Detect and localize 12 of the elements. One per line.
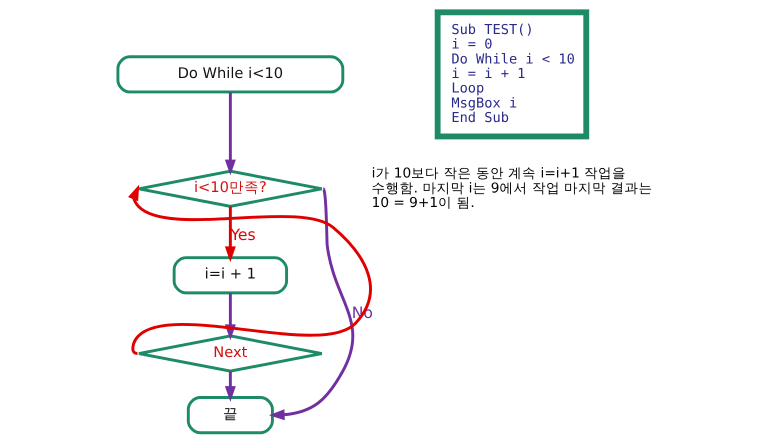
node-diamond: i<10만족? [136,170,323,208]
node-box: Do While i<10 [116,55,344,94]
node-box: Sub TEST() i = 0 Do While i < 10 i = i + 1 Loop MsgBox i End Sub [434,9,589,140]
node-box: i=i + 1 [172,256,288,294]
node-diamond: Next [136,334,323,373]
arrow [224,371,236,402]
label: i가 10보다 작은 동안 계속 i=i+1 작업을 수행함. 마지막 i는 9에서 작업 마지막 결과는 10 = 9+1이 됨. [371,166,652,212]
arrow [268,188,354,420]
arrow [128,184,372,355]
arrow [224,206,236,262]
node-box: 끝 [186,396,274,434]
arrow [224,92,236,176]
